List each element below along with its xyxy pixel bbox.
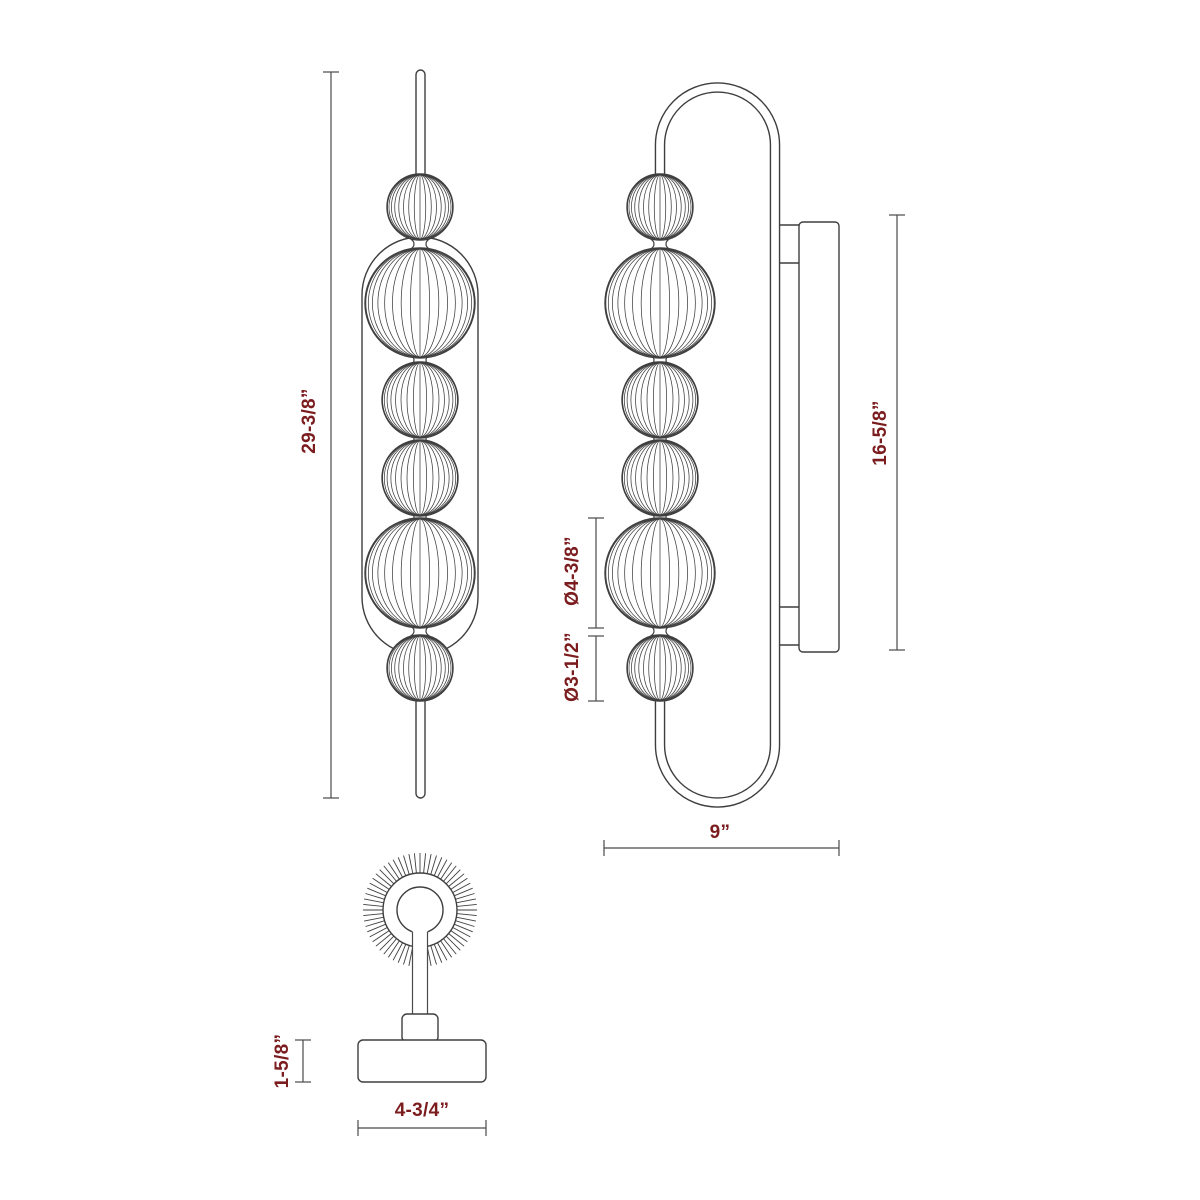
side-sphere-large-lower	[604, 517, 716, 629]
front-sphere-medium-upper	[381, 361, 459, 439]
dim-overall-depth: 9”	[603, 822, 840, 856]
dim-small-globe-diameter-label: Ø3-1/2”	[562, 632, 583, 702]
front-sphere-medium-lower	[381, 439, 459, 517]
front-view	[361, 69, 479, 799]
side-sphere-small-bottom	[626, 634, 694, 702]
side-sphere-medium-lower	[621, 439, 699, 517]
bottom-view	[357, 853, 487, 1083]
dim-backplate-height: 16-5/8”	[870, 214, 905, 651]
bottom-stem	[411, 931, 429, 1016]
side-sphere-small-top	[626, 173, 694, 241]
dim-canopy-width: 4-3/4”	[357, 1100, 487, 1136]
bottom-stem-knob	[396, 886, 444, 934]
front-sphere-large-lower	[364, 517, 476, 629]
side-sphere-medium-upper	[621, 361, 699, 439]
wall-plate	[798, 221, 840, 653]
side-sphere-large-upper	[604, 247, 716, 359]
dim-large-globe-diameter-label: Ø4-3/8”	[562, 536, 583, 606]
dim-large-globe-diameter: Ø4-3/8”	[562, 517, 604, 629]
dim-small-globe-diameter: Ø3-1/2”	[562, 632, 604, 702]
bottom-arm-block	[401, 1013, 439, 1043]
dim-canopy-width-label: 4-3/4”	[395, 1100, 450, 1121]
dim-overall-depth-label: 9”	[710, 822, 731, 843]
dim-canopy-height: 1-5/8”	[272, 1034, 311, 1089]
front-sphere-large-upper	[364, 247, 476, 359]
front-sphere-small-bottom	[386, 634, 454, 702]
dim-backplate-height-label: 16-5/8”	[870, 400, 891, 465]
dim-overall-height: 29-3/8”	[299, 71, 339, 799]
dim-canopy-height-label: 1-5/8”	[272, 1034, 293, 1089]
arm-tube-inner	[656, 83, 779, 807]
bottom-canopy	[357, 1039, 487, 1083]
front-sphere-small-top	[386, 173, 454, 241]
dim-overall-height-label: 29-3/8”	[299, 388, 320, 453]
side-view	[604, 82, 840, 808]
